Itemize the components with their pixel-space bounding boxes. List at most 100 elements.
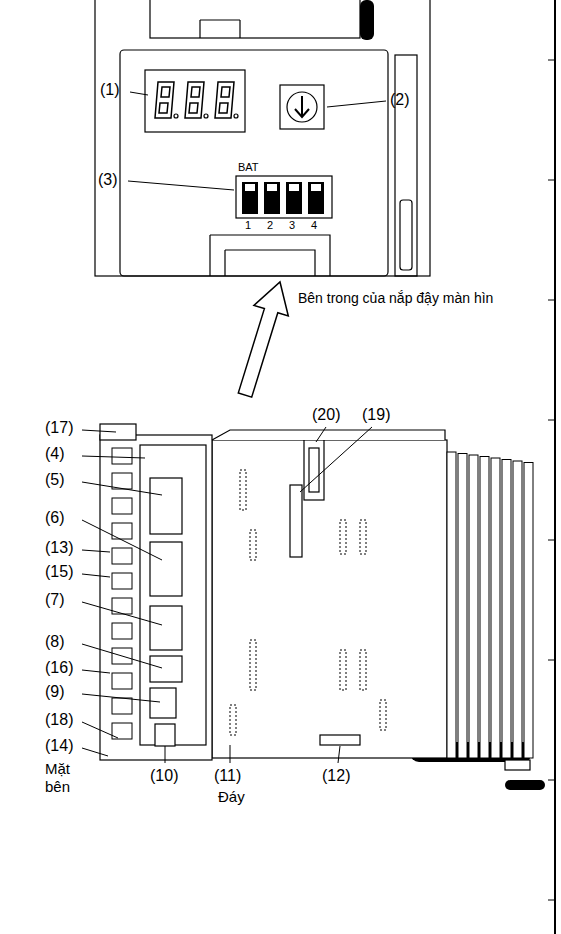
- zoom-arrow: [238, 282, 288, 397]
- leader-line: [165, 746, 166, 763]
- switch-knob: [311, 184, 321, 191]
- leader-line: [82, 456, 145, 458]
- leader-line: [130, 92, 148, 95]
- switch-lever: [264, 182, 280, 214]
- switch-knob: [267, 184, 277, 191]
- switch-knob: [289, 184, 299, 191]
- switch-number: 4: [311, 219, 317, 232]
- leader-line: [82, 670, 110, 673]
- view-caption: Bên trong của nắp đậy màn hìn: [298, 290, 493, 307]
- terminal: [112, 548, 132, 564]
- switch-number: 2: [267, 219, 273, 232]
- terminal: [112, 473, 132, 489]
- dip-switch: [242, 182, 324, 214]
- pin-header: [250, 640, 256, 690]
- callout-number: (15): [45, 562, 73, 581]
- switch-label: BAT: [238, 161, 259, 174]
- digit-dot: [174, 114, 178, 118]
- callout-number: (17): [45, 418, 73, 437]
- leader-line: [82, 574, 110, 577]
- callout-number: (9): [45, 682, 65, 701]
- switch-lever: [308, 182, 324, 214]
- terminal: [112, 573, 132, 589]
- callout-number: (12): [322, 766, 350, 785]
- leader-line: [338, 746, 340, 763]
- terminal: [112, 623, 132, 639]
- leader-line: [82, 482, 162, 495]
- leader-line: [300, 427, 372, 492]
- callout-number: (14): [45, 736, 73, 755]
- pin-header: [360, 650, 366, 690]
- digit-outline: [185, 82, 204, 118]
- leader-line: [327, 101, 386, 107]
- leader-line: [82, 748, 108, 756]
- seven-segment-display: [155, 82, 238, 118]
- terminal-block: [112, 448, 132, 739]
- switch-number: 3: [289, 219, 295, 232]
- pin-header: [380, 700, 386, 730]
- leader-line: [128, 181, 234, 190]
- callout-number: (11): [214, 766, 241, 785]
- switch-knob: [245, 184, 255, 191]
- fin: [502, 460, 511, 759]
- table-border: [548, 0, 555, 934]
- digit-outline: [155, 82, 174, 118]
- fin: [480, 457, 489, 759]
- terminal: [112, 698, 132, 714]
- pin-header: [250, 530, 256, 560]
- callout-number: (18): [45, 710, 73, 729]
- switch-lever: [286, 182, 302, 214]
- fin: [447, 452, 456, 758]
- callout-number: (8): [45, 632, 65, 651]
- pin-header: [240, 470, 246, 510]
- callout-number: (10): [150, 766, 178, 785]
- callout-number: (19): [362, 405, 390, 424]
- leader-line: [82, 520, 162, 560]
- callout-number: (5): [45, 470, 65, 489]
- callout-number: (7): [45, 590, 65, 609]
- terminal: [112, 673, 132, 689]
- callout-number: (6): [45, 508, 65, 527]
- board-connectors: [230, 470, 386, 735]
- digit-dot: [234, 114, 238, 118]
- callout-number: (1): [100, 80, 120, 99]
- terminal: [112, 498, 132, 514]
- servo-amplifier-body: [100, 424, 530, 770]
- fin: [513, 461, 522, 758]
- digit-dot: [204, 114, 208, 118]
- heatsink-fins: [447, 452, 533, 758]
- leader-line: [316, 427, 326, 442]
- display-cover-view: [95, 0, 430, 276]
- pin-header: [230, 705, 236, 735]
- callout-number: (16): [45, 658, 73, 677]
- fin: [491, 458, 500, 758]
- fin: [469, 455, 478, 758]
- callout-number: (2): [390, 90, 410, 109]
- leader-line: [230, 745, 231, 763]
- leader-line: [82, 694, 160, 702]
- fin: [458, 454, 467, 759]
- callout-number: (4): [45, 444, 65, 463]
- callout-number: (13): [45, 538, 73, 557]
- leader-line: [82, 602, 162, 625]
- switch-number: 1: [245, 219, 251, 232]
- callout-number: (20): [312, 405, 340, 424]
- leader-line: [82, 722, 118, 738]
- digit-outline: [215, 82, 234, 118]
- leader-line: [82, 644, 162, 668]
- fin: [524, 463, 533, 759]
- view-caption: Đáy: [218, 788, 245, 806]
- callout-number: (3): [98, 170, 118, 189]
- terminal: [112, 448, 132, 464]
- leader-line: [82, 430, 116, 432]
- leader-lines: [82, 92, 386, 763]
- view-caption: Mặt bên: [45, 760, 79, 796]
- switch-lever: [242, 182, 258, 214]
- pin-header: [340, 520, 346, 554]
- pin-header: [340, 650, 346, 690]
- pin-header: [360, 520, 366, 554]
- leader-line: [82, 550, 110, 552]
